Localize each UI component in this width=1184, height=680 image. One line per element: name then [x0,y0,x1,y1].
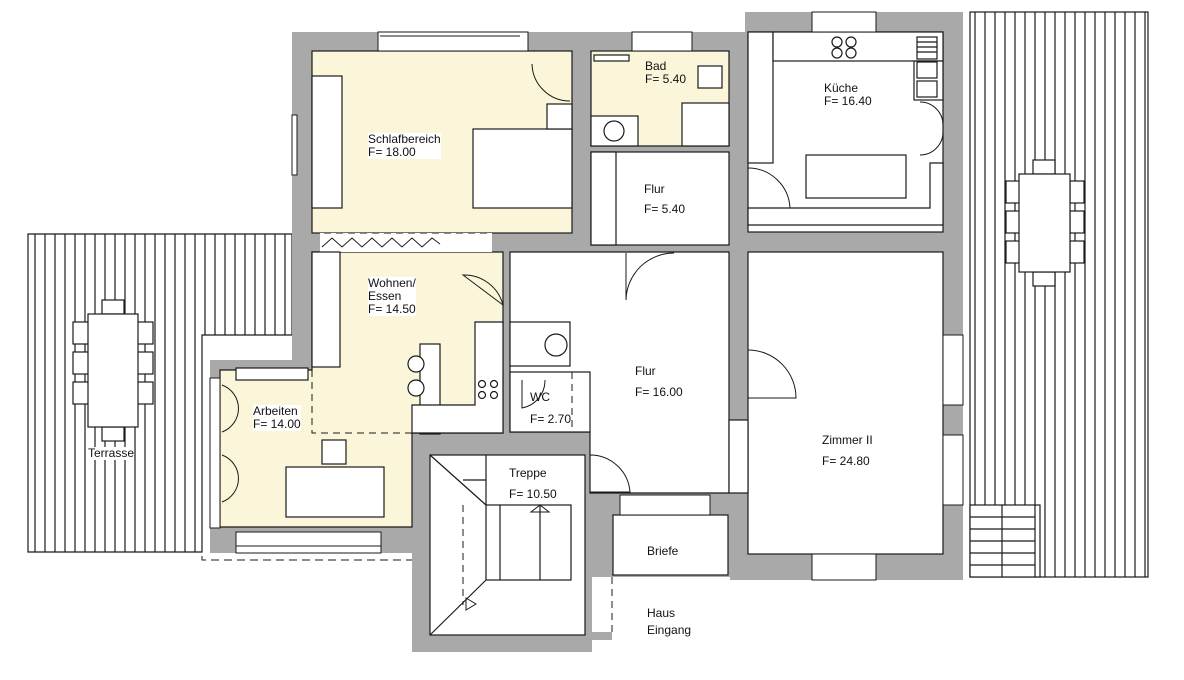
label-schlafbereich: Schlafbereich F= 18.00 [368,132,441,159]
label-wohnen-essen: Wohnen/ Essen F= 14.50 [368,276,416,316]
terrace-table-icon [72,299,154,442]
toilet-icon [603,120,625,142]
terrace-table-icon [1005,159,1085,287]
folding-door-icon [321,237,441,248]
rooms [219,31,944,636]
bed-icon [472,128,573,209]
room-zimmer-ii [747,251,944,555]
room-wc [509,371,591,433]
terrace-right [969,11,1149,578]
room-briefe [612,514,729,576]
terrace-left [27,233,412,561]
label-wc: WC F= 2.70 [530,390,572,426]
label-briefe: Briefe [647,544,679,558]
label-haus-eingang: Haus Eingang [647,606,692,637]
sink-icon [697,65,723,89]
label-flur-upper: Flur F= 5.40 [644,182,686,216]
label-arbeiten: Arbeiten F= 14.00 [253,404,301,431]
room-kueche [747,31,944,233]
label-treppe: Treppe F= 10.50 [509,466,557,501]
label-kueche: Küche F= 16.40 [824,81,872,108]
stair-arrow-icon [465,504,551,611]
label-bad: Bad F= 5.40 [645,59,687,86]
label-zimmer-ii: Zimmer II F= 24.80 [822,433,873,468]
stove-icon [805,154,907,199]
wardrobe-icon [311,75,343,209]
desk-icon [285,466,385,518]
label-terrasse: Terrasse [88,446,135,460]
label-flur-main: Flur F= 16.00 [635,364,683,399]
outdoor-steps [969,504,1041,578]
